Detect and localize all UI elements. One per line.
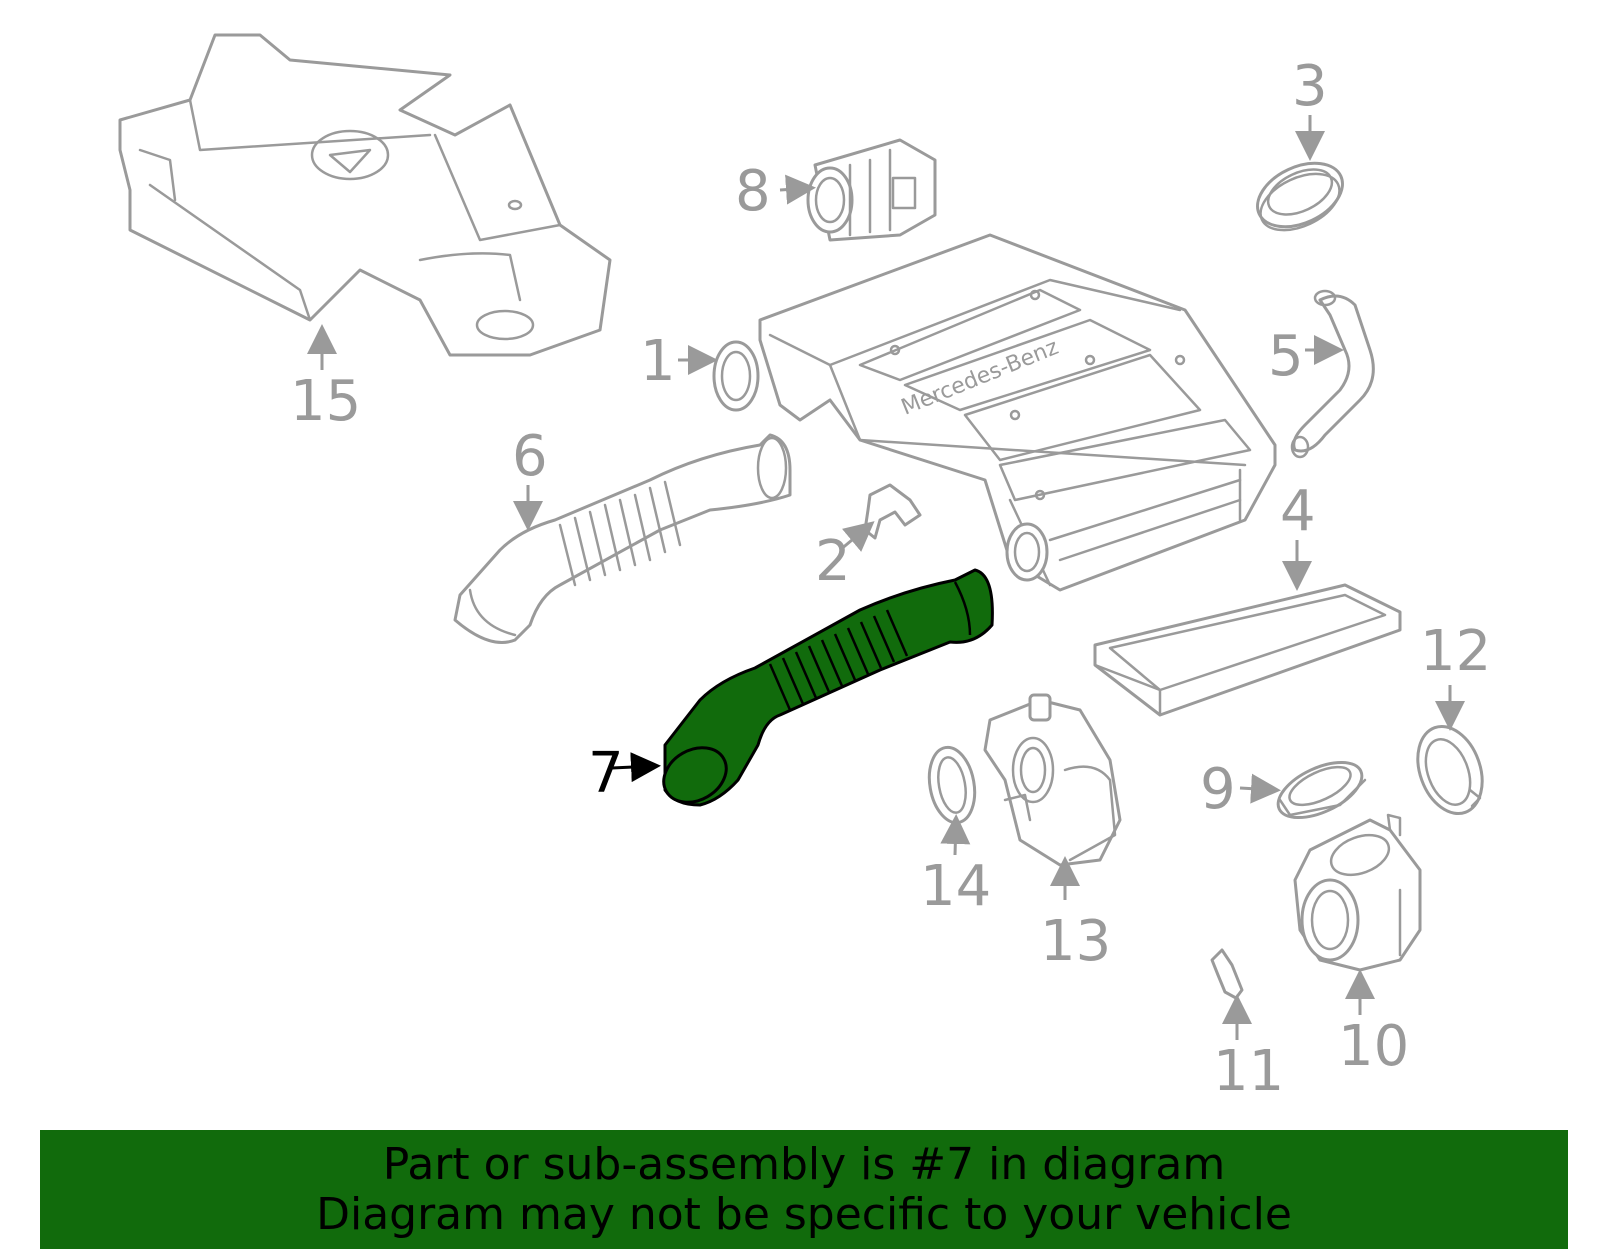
notice-line-disclaimer: Diagram may not be specific to your vehi… — [316, 1188, 1292, 1240]
part-4-air-filter — [1093, 583, 1402, 717]
svg-text:11: 11 — [1213, 1039, 1284, 1104]
part-14-gasket — [927, 745, 977, 825]
callout-12: 12 — [1420, 619, 1491, 731]
part-12-clamp-ring — [1416, 724, 1484, 816]
callout-15: 15 — [290, 324, 361, 434]
callout-11: 11 — [1213, 994, 1284, 1104]
svg-text:2: 2 — [815, 529, 851, 594]
callout-8: 8 — [735, 159, 816, 224]
callout-10: 10 — [1338, 969, 1409, 1079]
svg-text:14: 14 — [920, 854, 991, 919]
svg-text:5: 5 — [1268, 324, 1304, 389]
callout-6: 6 — [512, 424, 548, 531]
svg-text:6: 6 — [512, 424, 548, 489]
part-10-throttle-assembly — [1293, 813, 1422, 972]
callout-7-number: 7 — [588, 741, 624, 806]
part-2-clip — [863, 483, 922, 540]
part-7-intake-duct-highlighted — [662, 568, 994, 807]
svg-text:9: 9 — [1200, 757, 1236, 822]
callout-7: 7 — [588, 741, 661, 806]
notice-line-part: Part or sub-assembly is #7 in diagram — [382, 1138, 1226, 1190]
part-9-seal-ring — [1276, 760, 1367, 820]
callout-1: 1 — [640, 329, 718, 394]
parts-diagram: Mercedes-Benz — [118, 33, 1491, 1104]
svg-text:3: 3 — [1292, 54, 1328, 119]
svg-text:4: 4 — [1280, 479, 1316, 544]
part-1-air-cleaner-housing: Mercedes-Benz — [712, 233, 1277, 592]
callout-2: 2 — [815, 521, 875, 594]
part-8-airflow-sensor — [806, 138, 937, 242]
part-5-breather-hose — [1290, 289, 1375, 459]
part-6-intake-duct — [453, 433, 792, 644]
part-15-engine-cover — [118, 33, 612, 357]
callout-9: 9 — [1200, 757, 1281, 822]
callout-4: 4 — [1280, 479, 1316, 591]
svg-text:13: 13 — [1040, 909, 1111, 974]
notice-banner: Part or sub-assembly is #7 in diagram Di… — [40, 1130, 1568, 1249]
svg-text:8: 8 — [735, 159, 771, 224]
svg-text:15: 15 — [290, 369, 361, 434]
svg-text:12: 12 — [1420, 619, 1491, 684]
callout-3: 3 — [1292, 54, 1328, 161]
svg-text:10: 10 — [1338, 1014, 1409, 1079]
callout-13: 13 — [1040, 856, 1111, 974]
part-3-seal-ring — [1256, 161, 1344, 232]
svg-text:1: 1 — [640, 329, 676, 394]
part-13-throttle-body — [983, 693, 1122, 867]
part-11-small-clip — [1210, 948, 1244, 1000]
callout-14: 14 — [920, 814, 991, 919]
callout-5: 5 — [1268, 324, 1344, 389]
